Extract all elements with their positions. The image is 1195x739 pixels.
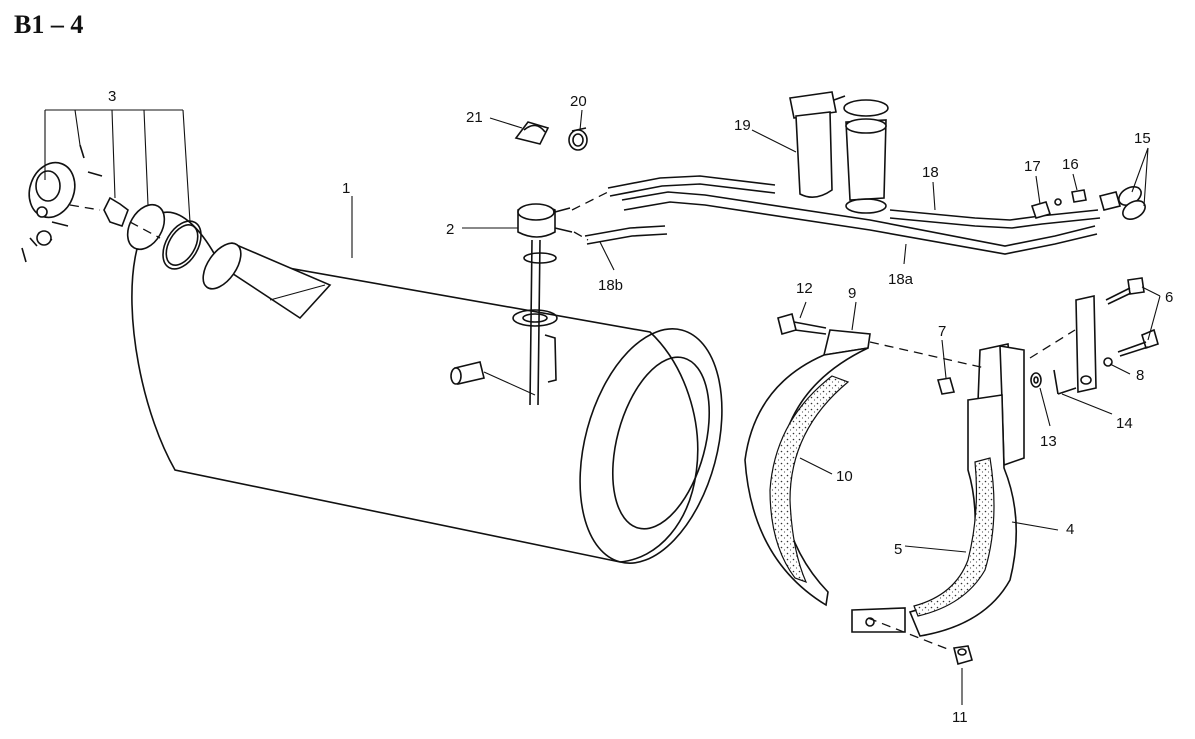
callout-17: 17: [1024, 158, 1041, 175]
fuel-line-18b: [584, 225, 668, 245]
cotter-pin-14: [1053, 369, 1077, 395]
banjo-fitting: [1030, 198, 1062, 219]
plate-bracket: [1075, 295, 1097, 393]
callout-19: 19: [734, 117, 751, 134]
callout-16: 16: [1062, 156, 1079, 173]
bolt-6: [1105, 277, 1159, 357]
mounting-bracket: [851, 343, 1025, 637]
callout-1: 1: [342, 180, 350, 197]
callout-15: 15: [1134, 130, 1151, 147]
nut-7: [936, 377, 956, 395]
callout-11: 11: [952, 709, 968, 726]
callout-7: 7: [938, 323, 946, 340]
fuel-tank: [131, 211, 723, 564]
fuel-filter: [789, 91, 889, 214]
callout-18b: 18b: [598, 277, 623, 294]
leader-lines: [351, 109, 1161, 705]
strap-band: [744, 329, 871, 607]
nut-11: [953, 645, 973, 665]
fuel-line-18a: [621, 191, 1098, 255]
fuel-sender-unit: [512, 203, 573, 406]
line-clip: [514, 121, 550, 145]
callout-20: 20: [570, 93, 587, 110]
callout-3: 3: [108, 88, 116, 105]
rubber-strip: [913, 457, 995, 617]
callout-21: 21: [466, 109, 483, 126]
connector-fitting: [1099, 186, 1146, 220]
bolt-12: [777, 313, 827, 335]
washer-13: [1030, 372, 1042, 388]
callout-14: 14: [1116, 415, 1133, 432]
callout-18: 18: [922, 164, 939, 181]
fuel-line-18: [607, 175, 1101, 229]
callout-2: 2: [446, 221, 454, 238]
hose-clamp: [568, 127, 588, 151]
callout-9: 9: [848, 285, 856, 302]
callout-13: 13: [1040, 433, 1057, 450]
callout-18a: 18a: [888, 271, 914, 288]
callout-10: 10: [836, 468, 853, 485]
callout-8: 8: [1136, 367, 1144, 384]
callout-4: 4: [1066, 521, 1074, 538]
filler-cap-assembly: [21, 109, 202, 270]
callout-5: 5: [894, 541, 902, 558]
union-fitting: [1071, 189, 1087, 203]
page-title: B1 – 4: [14, 10, 84, 39]
callout-6: 6: [1165, 289, 1173, 306]
felt-pad: [769, 375, 850, 584]
callout-12: 12: [796, 280, 813, 297]
